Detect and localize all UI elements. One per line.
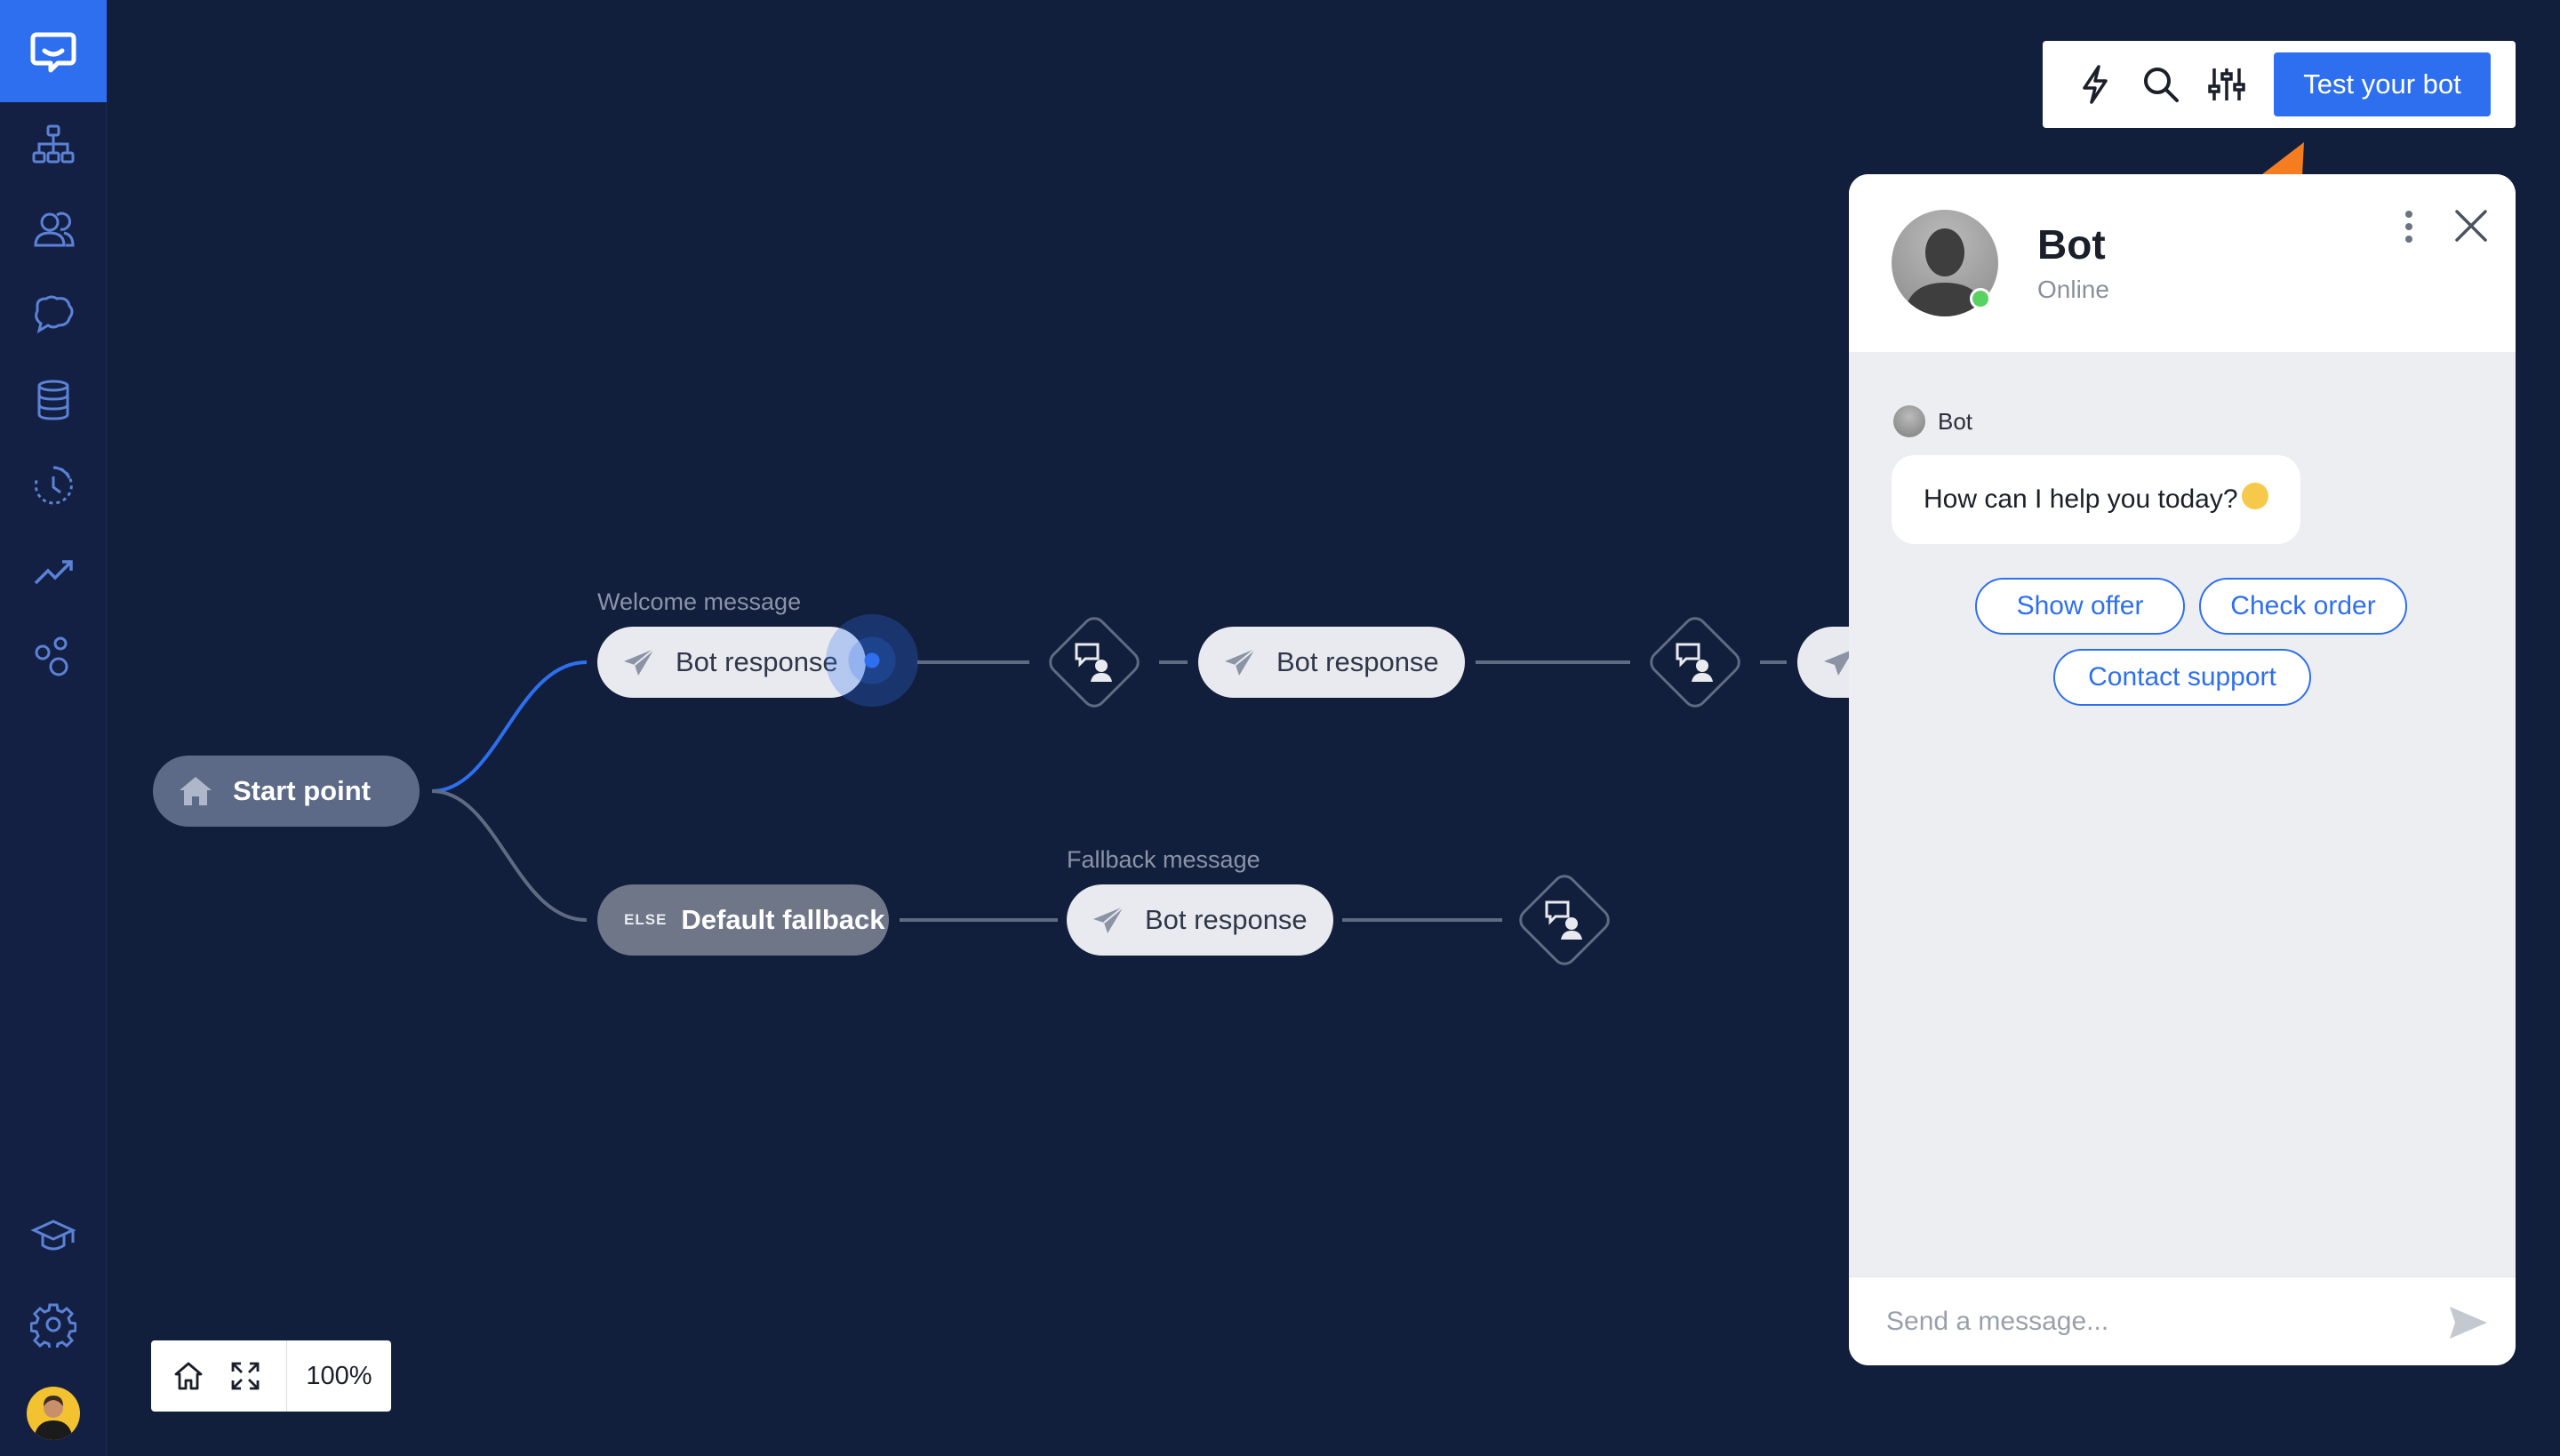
send-plane-icon — [1822, 647, 1856, 677]
sender-name: Bot — [1938, 407, 1973, 435]
connection-handle[interactable] — [826, 614, 918, 707]
zoom-level: 100% — [306, 1361, 372, 1390]
quick-reply-show-offer[interactable]: Show offer — [1975, 578, 2185, 635]
lightning-icon — [2083, 65, 2108, 104]
send-icon — [2450, 1307, 2487, 1339]
kebab-menu-icon — [2405, 211, 2412, 243]
chat-bubbles-icon — [35, 295, 74, 334]
fallback-bot-response-node[interactable]: Bot response — [1067, 884, 1333, 956]
home-outline-icon — [174, 1362, 203, 1390]
sender-avatar — [1893, 405, 1925, 437]
nav-academy[interactable] — [0, 1202, 107, 1273]
nav-integrations[interactable] — [0, 620, 107, 692]
fit-view-button[interactable] — [217, 1340, 274, 1412]
sidebar — [0, 0, 107, 1456]
nav-flow[interactable] — [0, 108, 107, 180]
welcome-bot-response-node[interactable]: Bot response — [597, 627, 866, 698]
close-chat-button[interactable] — [2444, 199, 2498, 252]
welcome-message-caption: Welcome message — [597, 588, 802, 615]
chatbot-logo[interactable] — [0, 0, 107, 102]
fallback-bot-response-label: Bot response — [1145, 904, 1308, 935]
action-node-2[interactable] — [1644, 612, 1746, 713]
quick-reply-contact-support[interactable]: Contact support — [2053, 649, 2311, 706]
sliders-icon — [2208, 68, 2245, 100]
reset-view-button[interactable] — [160, 1340, 217, 1412]
zoom-divider — [286, 1340, 287, 1412]
send-plane-icon — [622, 647, 656, 677]
action-node-1[interactable] — [1044, 612, 1145, 713]
default-fallback-label: Default fallback — [681, 904, 885, 935]
filters-button[interactable] — [2194, 52, 2260, 117]
second-bot-response-label: Bot response — [1276, 646, 1439, 677]
else-tag: ELSE — [624, 911, 668, 928]
nav-users[interactable] — [0, 194, 107, 265]
bot-avatar-silhouette — [1904, 228, 1986, 316]
settings-icon — [30, 1303, 76, 1348]
home-icon — [178, 775, 213, 807]
bot-message-text: How can I help you today? — [1924, 484, 2238, 514]
zoom-control: 100% — [151, 1340, 391, 1412]
online-status-dot — [1970, 288, 1991, 309]
lightning-button[interactable] — [2062, 52, 2128, 117]
start-point-node[interactable]: Start point — [153, 756, 420, 827]
fallback-message-caption: Fallback message — [1067, 846, 1260, 873]
close-icon — [2455, 210, 2487, 242]
message-sender: Bot — [1893, 405, 1972, 437]
bot-message-bubble: How can I help you today? — [1892, 455, 2300, 544]
nav-chats[interactable] — [0, 279, 107, 350]
users-icon — [34, 212, 75, 247]
search-icon — [2144, 68, 2179, 102]
nav-settings[interactable] — [0, 1289, 107, 1360]
bot-status: Online — [2037, 276, 2109, 303]
action-node-3[interactable] — [1514, 869, 1615, 971]
nav-data[interactable] — [0, 364, 107, 436]
integrations-icon — [35, 636, 68, 676]
academy-icon — [30, 1220, 76, 1251]
quick-reply-check-order[interactable]: Check order — [2199, 578, 2407, 635]
nav-analytics[interactable] — [0, 535, 107, 606]
database-icon — [37, 380, 69, 420]
user-avatar[interactable] — [27, 1387, 80, 1440]
default-fallback-node[interactable]: ELSE Default fallback — [597, 884, 889, 956]
history-icon — [34, 466, 73, 505]
welcome-bot-response-label: Bot response — [676, 646, 838, 677]
start-point-label: Start point — [233, 775, 371, 806]
chat-preview-panel: Bot Online Bot How can I help you today?… — [1849, 174, 2516, 1365]
send-plane-icon — [1223, 647, 1257, 677]
flow-icon — [32, 124, 75, 164]
user-avatar-image — [34, 1396, 73, 1440]
chat-header: Bot Online — [1849, 174, 2516, 352]
chat-input-bar — [1849, 1276, 2516, 1365]
smile-emoji-icon — [2241, 483, 2268, 509]
send-plane-icon — [1092, 905, 1125, 935]
top-toolbar: Test your bot — [2043, 41, 2516, 128]
expand-icon — [231, 1362, 260, 1390]
send-button[interactable] — [2446, 1302, 2491, 1343]
bot-name: Bot — [2037, 221, 2106, 268]
search-button[interactable] — [2128, 52, 2194, 117]
second-bot-response-node[interactable]: Bot response — [1198, 627, 1465, 698]
chatbot-logo-icon — [30, 32, 76, 72]
analytics-icon — [34, 560, 73, 585]
nav-history[interactable] — [0, 450, 107, 521]
more-options-button[interactable] — [2393, 204, 2425, 249]
message-input[interactable] — [1884, 1297, 2418, 1347]
test-your-bot-button[interactable]: Test your bot — [2274, 52, 2491, 116]
